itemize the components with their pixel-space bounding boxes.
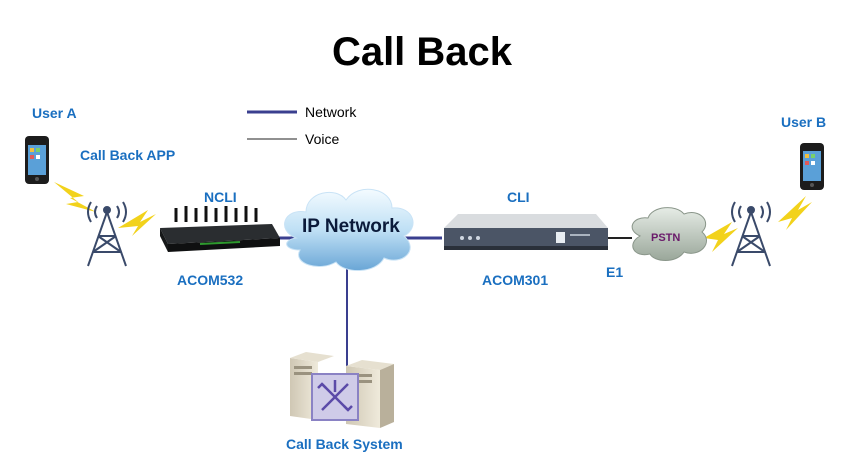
ip-network-label: IP Network xyxy=(302,216,400,237)
lightning-icon xyxy=(54,182,96,212)
user-b-phone-icon xyxy=(800,143,824,190)
acom532-label: ACOM532 xyxy=(177,272,244,288)
acom301-label: ACOM301 xyxy=(482,272,549,288)
cell-tower-icon xyxy=(731,201,771,267)
pstn-label: PSTN xyxy=(651,232,681,244)
pstn-cloud-icon xyxy=(631,207,707,261)
cell-tower-icon xyxy=(87,201,127,267)
page-title: Call Back xyxy=(331,30,513,74)
user-a-label: User A xyxy=(32,105,77,121)
lightning-icon xyxy=(118,210,156,236)
e1-label: E1 xyxy=(606,264,624,280)
ncli-label: NCLI xyxy=(204,189,237,205)
acom532-device-icon xyxy=(160,206,280,252)
callback-server-icon xyxy=(290,352,394,428)
user-b-label: User B xyxy=(781,114,827,130)
legend-voice-label: Voice xyxy=(305,131,340,147)
callback-app-label: Call Back APP xyxy=(80,147,176,163)
legend-network-label: Network xyxy=(305,104,357,120)
callback-system-label: Call Back System xyxy=(286,436,403,452)
lightning-icon xyxy=(778,196,812,230)
acom301-device-icon xyxy=(444,214,608,250)
ip-network-cloud-icon xyxy=(284,188,414,272)
cli-label: CLI xyxy=(507,189,530,205)
user-a-phone-icon xyxy=(25,136,49,184)
lightning-icon xyxy=(704,222,738,252)
